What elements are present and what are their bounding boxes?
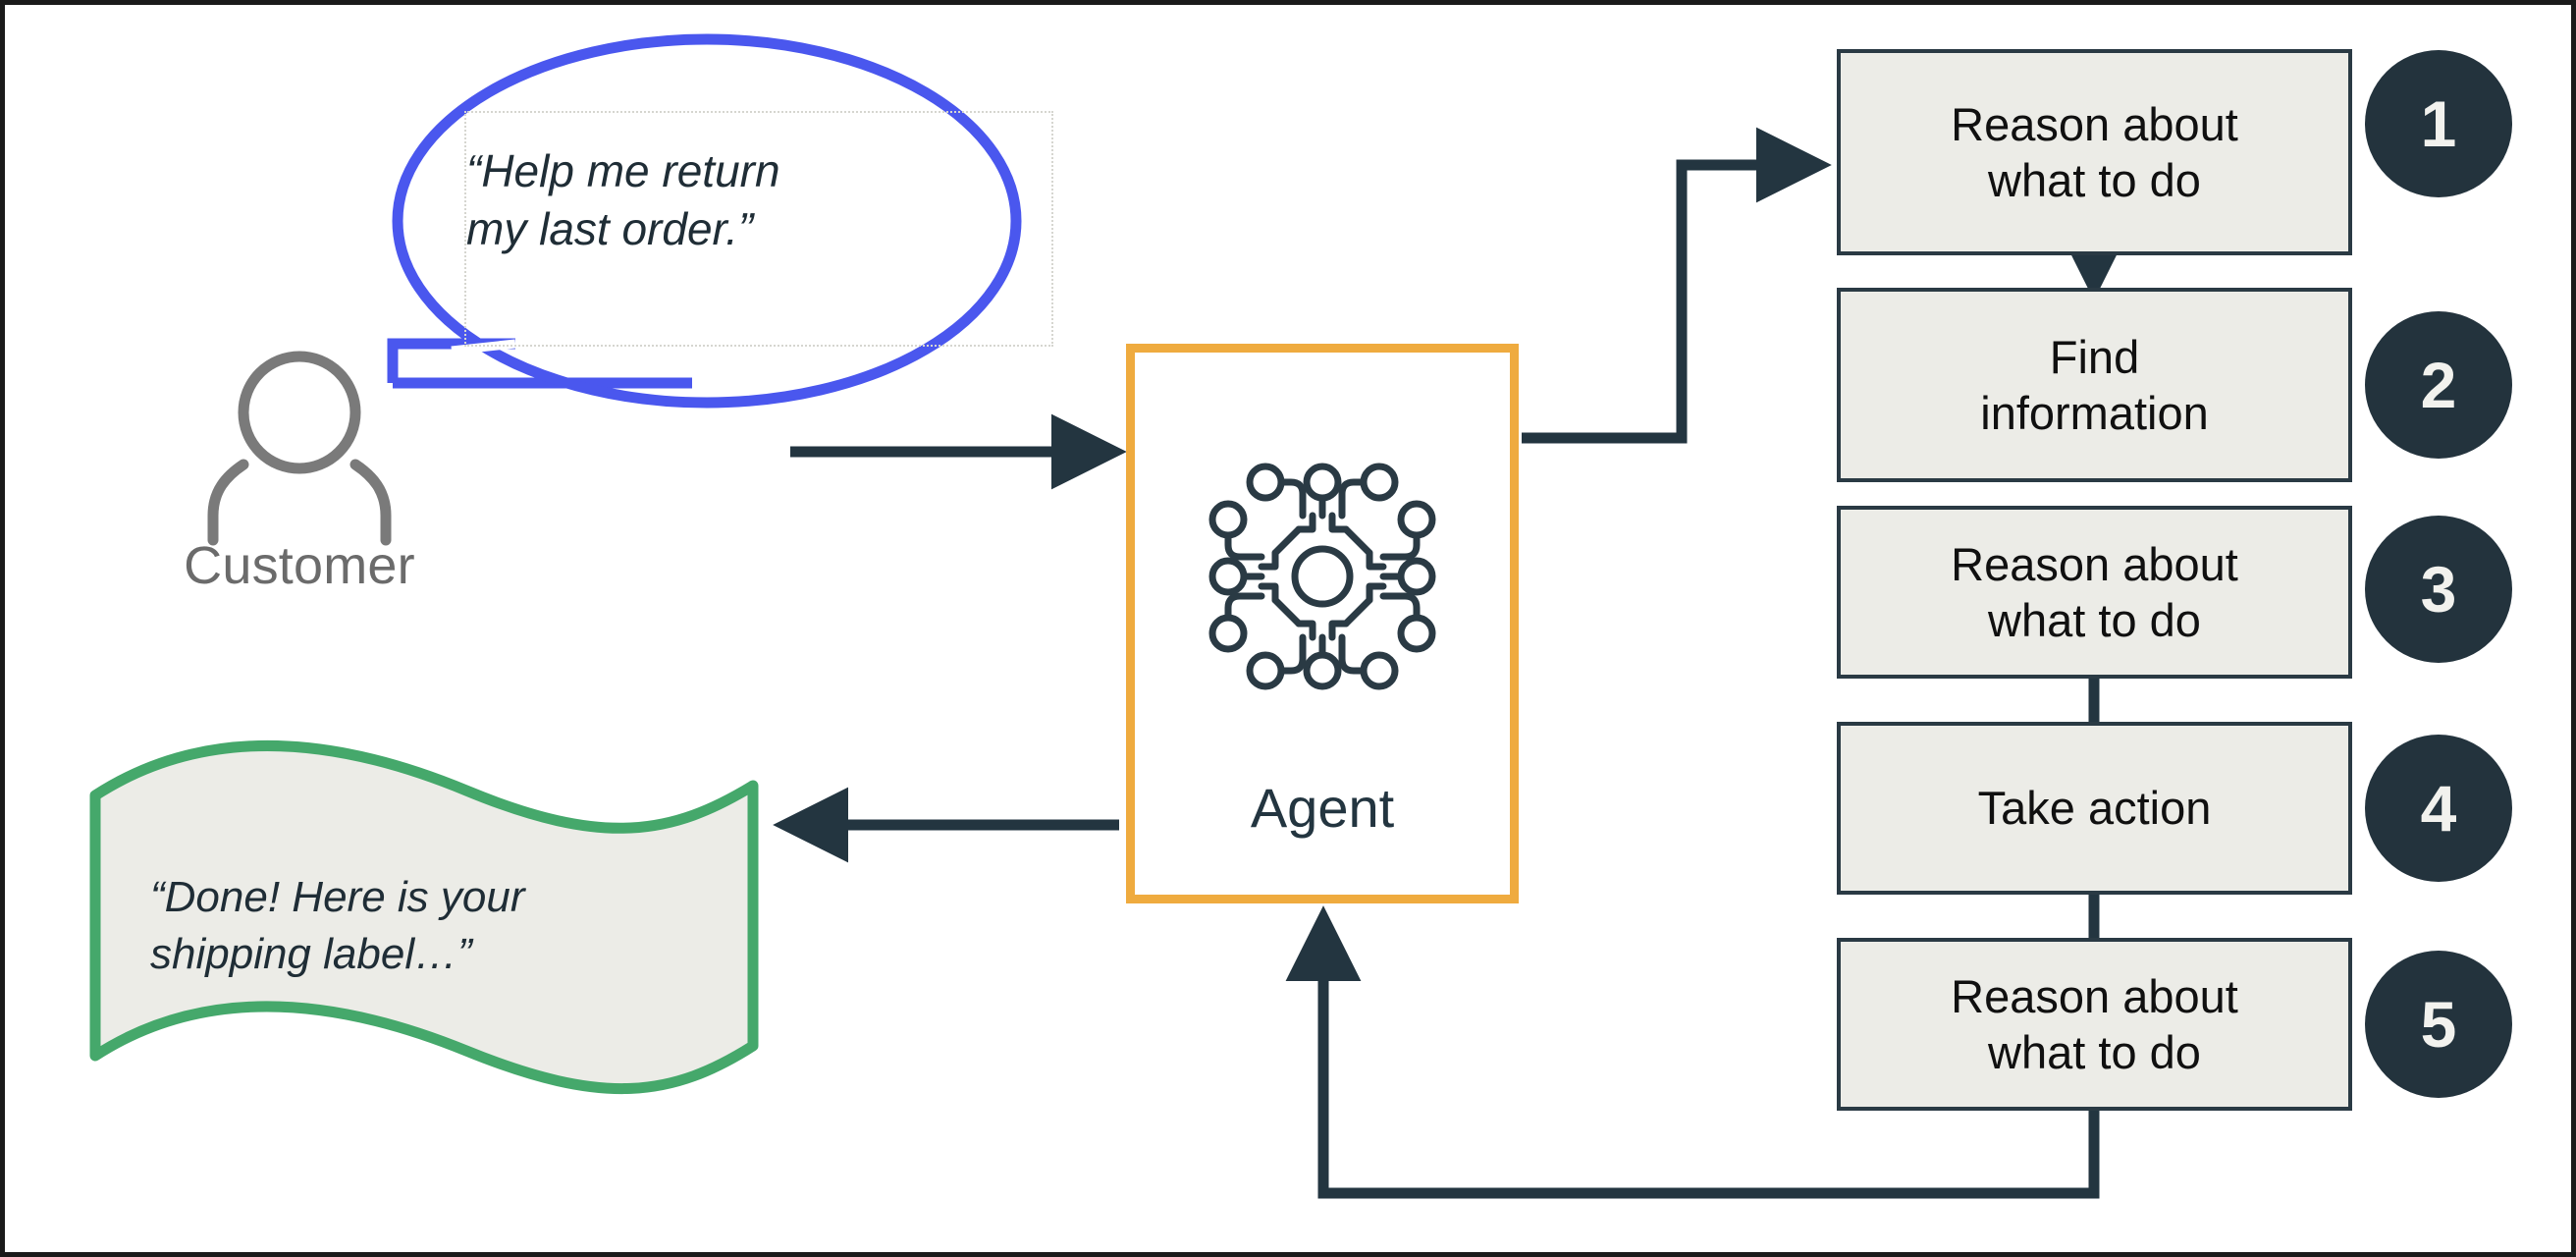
step-1-label-line-2: what to do <box>1988 154 2201 206</box>
speech-bubble-line-1: “Help me return <box>466 145 780 196</box>
step-number-1: 1 <box>2365 50 2512 197</box>
agent-box[interactable] <box>1126 344 1519 903</box>
step-number-2: 2 <box>2365 311 2512 459</box>
customer-label: Customer <box>184 536 415 595</box>
person-icon <box>207 351 392 546</box>
step-box-2[interactable]: Find information <box>1837 288 2352 482</box>
diagram-shapes-layer <box>89 33 2132 1199</box>
step-2-label-line-1: Find <box>2049 330 2140 383</box>
step-5-label-line-1: Reason about <box>1951 969 2238 1022</box>
step-number-5: 5 <box>2365 951 2512 1098</box>
step-4-label-line-1: Take action <box>1977 782 2212 835</box>
response-banner-shape <box>89 740 759 1094</box>
speech-bubble-line-2: my last order.” <box>466 202 754 254</box>
response-banner-line-2: shipping label…” <box>150 930 472 979</box>
speech-bubble-textbox-outline <box>464 111 1053 347</box>
response-banner-line-1: “Done! Here is your <box>150 873 525 921</box>
step-box-5[interactable]: Reason about what to do <box>1837 938 2352 1111</box>
step-1-label-line-1: Reason about <box>1951 97 2238 150</box>
response-banner-text: “Done! Here is your shipping label…” <box>150 869 700 983</box>
step-2-label-line-2: information <box>1980 387 2209 439</box>
connector-step-5-to-agent <box>1285 905 2100 1199</box>
step-3-label-line-2: what to do <box>1988 594 2201 646</box>
speech-bubble-text: “Help me return my last order.” <box>466 142 957 258</box>
step-box-4[interactable]: Take action <box>1837 722 2352 895</box>
step-number-4: 4 <box>2365 735 2512 882</box>
step-3-label-line-1: Reason about <box>1951 537 2238 590</box>
step-box-1[interactable]: Reason about what to do <box>1837 49 2352 255</box>
step-number-3: 3 <box>2365 516 2512 663</box>
step-box-3[interactable]: Reason about what to do <box>1837 506 2352 679</box>
agent-label: Agent <box>1250 777 1395 839</box>
connector-agent-to-step-1 <box>1522 127 1832 444</box>
ai-network-gear-icon <box>1205 459 1440 694</box>
step-5-label-line-2: what to do <box>1988 1026 2201 1078</box>
speech-bubble-shape <box>387 33 1022 409</box>
